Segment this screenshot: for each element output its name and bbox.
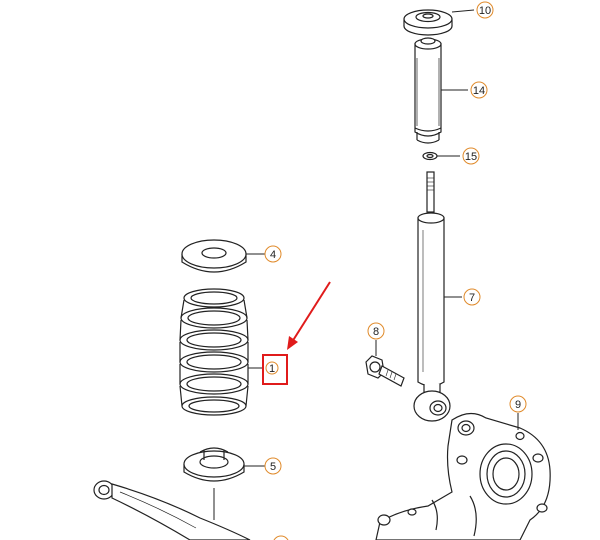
callout-15-label: 15 <box>465 151 477 163</box>
part-top-mount <box>403 9 453 36</box>
leader-10 <box>451 9 475 13</box>
part-shock-absorber <box>413 171 451 422</box>
callout-7: 7 <box>463 288 481 306</box>
part-dust-boot <box>414 37 442 144</box>
callout-partial <box>273 535 289 540</box>
callout-8-label: 8 <box>373 326 379 338</box>
callout-1: 1 <box>265 361 279 375</box>
callout-14-label: 14 <box>473 85 485 97</box>
callout-10-label: 10 <box>479 5 491 17</box>
callout-9: 9 <box>509 395 527 413</box>
part-coil-spring <box>179 288 249 416</box>
part-washer <box>422 151 438 161</box>
callout-5-label: 5 <box>270 461 276 473</box>
callout-15: 15 <box>462 147 480 165</box>
part-wheel-bearing-housing <box>375 412 551 540</box>
highlight-box <box>262 354 288 385</box>
callout-5: 5 <box>264 457 282 475</box>
part-lower-spring-seat <box>183 447 245 482</box>
part-bolt <box>365 355 405 387</box>
callout-1-label: 1 <box>269 363 275 375</box>
callout-4: 4 <box>264 245 282 263</box>
callout-8: 8 <box>367 322 385 340</box>
part-upper-spring-seat <box>181 239 247 273</box>
callout-14: 14 <box>470 81 488 99</box>
callout-4-label: 4 <box>270 249 276 261</box>
callout-7-label: 7 <box>469 292 475 304</box>
callout-10: 10 <box>476 1 494 19</box>
part-lower-control-arm <box>93 480 251 540</box>
red-arrow-icon <box>287 281 331 350</box>
callout-9-label: 9 <box>515 399 521 411</box>
